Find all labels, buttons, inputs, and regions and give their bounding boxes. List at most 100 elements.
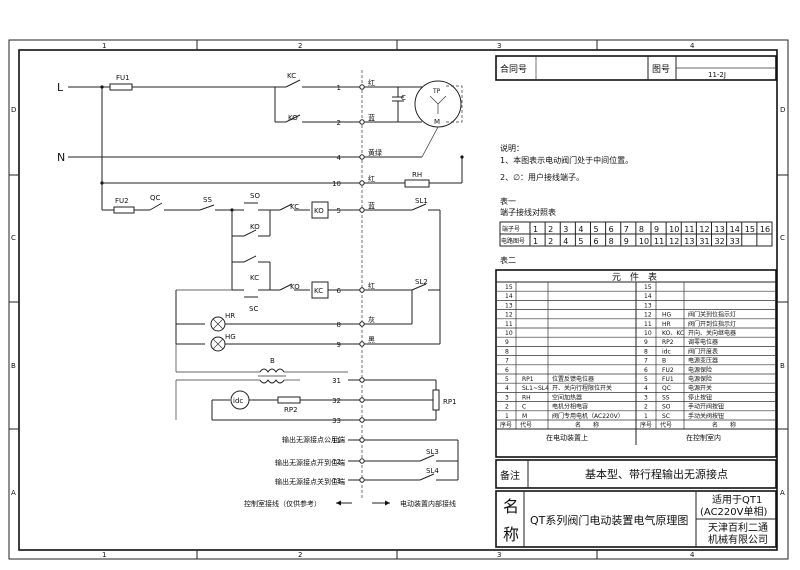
rh-label: RH xyxy=(412,171,422,179)
row-label: A xyxy=(780,489,785,497)
table2-right-no: 13 xyxy=(644,302,652,309)
row-label: D xyxy=(780,106,785,114)
terminal-table: 表一 端子接线对照表 端子号 电路图号 11223445566879810911… xyxy=(499,196,773,247)
terminal-point xyxy=(359,154,365,160)
fu2-label: FU2 xyxy=(115,197,129,205)
col-label: 3 xyxy=(497,551,501,559)
table2-right-no: 10 xyxy=(644,330,652,337)
table2-right-no: 15 xyxy=(644,284,652,291)
table2-col-name: 名 称 xyxy=(712,421,736,429)
table2-left-no: 15 xyxy=(505,284,513,291)
remark-text: 基本型、带行程输出无源接点 xyxy=(585,467,728,481)
table1-cell-terminal: 10 xyxy=(669,225,679,234)
table2-right-code: FU2 xyxy=(662,367,674,374)
wire-color: 红 xyxy=(368,174,375,183)
drawing-label: 图号 xyxy=(652,64,670,75)
table1-cell-circuit: 11 xyxy=(654,237,664,246)
row-label: B xyxy=(780,362,785,370)
terminal-point xyxy=(359,477,365,483)
table1-cell-circuit: 8 xyxy=(609,237,614,246)
row-label: B xyxy=(11,362,16,370)
table2-right-code: SO xyxy=(662,404,671,411)
table1-cell-circuit: 6 xyxy=(594,237,599,246)
ko-hold-label: KO xyxy=(250,223,260,231)
table2-left-name: 开、关向行程限位开关 xyxy=(552,384,612,392)
sl2-label: SL2 xyxy=(415,278,428,286)
table1-cell-circuit: 12 xyxy=(669,237,679,246)
table2-right-code: SC xyxy=(662,413,670,420)
table2-right-code: idc xyxy=(662,348,671,355)
col-label: 4 xyxy=(690,42,695,50)
table2-right-name: 开向、关向继电器 xyxy=(688,329,736,337)
table2-right-no: 7 xyxy=(644,358,648,365)
transformer-secondary xyxy=(259,379,285,384)
table2-right-no: 6 xyxy=(644,367,648,374)
table2-left-no: 2 xyxy=(505,404,509,411)
table1-row1-head: 端子号 xyxy=(502,225,520,233)
table2-left-code: RP1 xyxy=(522,376,534,383)
transformer-label: B xyxy=(270,357,275,365)
company-line-1: 天津百利二通 xyxy=(708,522,768,534)
table2-right-no: 4 xyxy=(644,385,648,392)
table1-cell-terminal: 9 xyxy=(654,225,659,234)
company-line-2: 机械有限公司 xyxy=(708,533,768,546)
table1-cell-circuit: 10 xyxy=(639,237,649,246)
table2-left-no: 12 xyxy=(505,312,513,319)
device-inner-note: 电动装置内部接线 xyxy=(400,499,456,508)
table2-col-name: 名 称 xyxy=(575,421,599,429)
table2-left-no: 3 xyxy=(505,394,509,401)
table1-cell-terminal: 13 xyxy=(715,225,725,234)
terminal-number: 12 xyxy=(332,458,341,466)
table2-left-foot: 在电动装置上 xyxy=(546,433,588,442)
output-close-label: 输出无源接点关到位端 xyxy=(275,477,345,486)
terminal-point xyxy=(359,287,365,293)
potentiometer-rp2 xyxy=(277,396,301,404)
terminal-point xyxy=(359,84,365,90)
table2-right-name: 手动开阀按钮 xyxy=(688,403,724,411)
table1-cell-terminal: 1 xyxy=(533,225,538,234)
header-block: 合同号 图号 11-2J xyxy=(495,55,777,81)
tp-label: TP xyxy=(432,88,441,95)
title-name-label-1: 名 xyxy=(503,497,519,516)
motor-label: M xyxy=(434,118,440,126)
table2-right-code: HR xyxy=(662,321,671,328)
ss-label: SS xyxy=(203,196,212,204)
table1-caption: 端子接线对照表 xyxy=(500,207,556,217)
table1-cell-circuit: 2 xyxy=(548,237,553,246)
table1-cell-terminal: 4 xyxy=(578,225,583,234)
terminal-point xyxy=(359,321,365,327)
table2-left-name: 阀门专用电机（AC220V） xyxy=(552,412,624,420)
idc-label: idc xyxy=(233,397,243,405)
terminal-number: 11 xyxy=(332,437,341,445)
table1-cell-circuit: 9 xyxy=(624,237,629,246)
table2-right-code: FU1 xyxy=(662,376,674,383)
row-label: C xyxy=(11,234,16,242)
table2-left-no: 7 xyxy=(505,358,509,365)
control-room-note: 控制室接线（仅供参考） xyxy=(244,499,321,508)
sl3-label: SL3 xyxy=(426,448,439,456)
terminal-number: 8 xyxy=(337,321,341,329)
table2-right-code: SS xyxy=(662,394,670,401)
qc-label: QC xyxy=(150,194,161,202)
table2-left-no: 13 xyxy=(505,302,513,309)
line-N-label: N xyxy=(57,151,65,164)
capacitor-label: C xyxy=(401,94,406,102)
table1-cell-circuit: 32 xyxy=(715,237,725,246)
table2-right-no: 5 xyxy=(644,376,648,383)
wire-color: 黑 xyxy=(368,336,375,344)
remark-block: 备注 基本型、带行程输出无源接点 xyxy=(495,459,777,489)
line-L-label: L xyxy=(57,81,64,94)
table1-cell-terminal: 6 xyxy=(609,225,614,234)
drawing-title: QT系列阀门电动装置电气原理图 xyxy=(530,513,688,527)
row-label: A xyxy=(11,489,16,497)
table1-cell-circuit: 1 xyxy=(533,237,538,246)
terminal-number: 33 xyxy=(332,417,341,425)
hg-label: HG xyxy=(225,333,236,341)
fuse-fu1 xyxy=(109,83,133,91)
wire-color: 红 xyxy=(368,78,375,87)
table1-cell-circuit: 33 xyxy=(730,237,740,246)
table1-cell-terminal: 8 xyxy=(639,225,644,234)
rp1-label: RP1 xyxy=(443,398,457,406)
